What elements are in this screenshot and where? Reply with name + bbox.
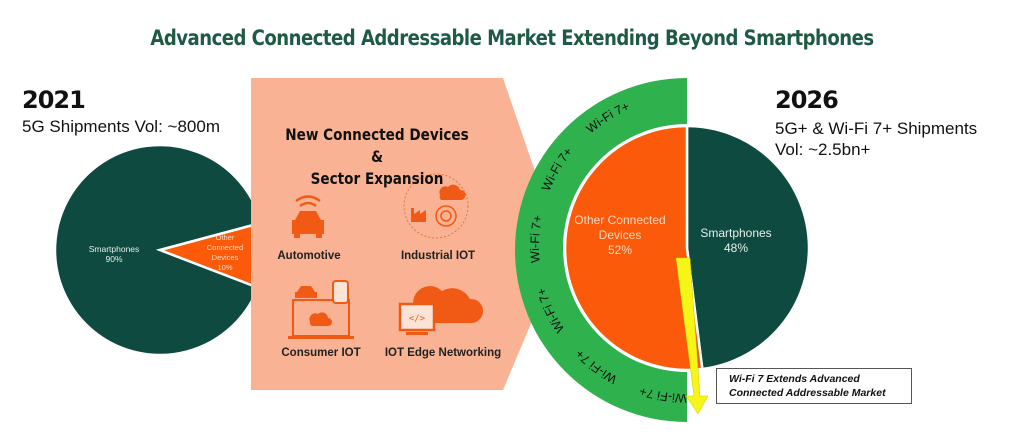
subtitle-2026: 5G+ & Wi-Fi 7+ Shipments Vol: ~2.5bn+: [775, 118, 977, 160]
slice-pct: 48%: [723, 241, 749, 255]
pie-2026: [563, 124, 811, 372]
heading-line2: Sector Expansion: [310, 169, 444, 188]
slice-label: Smartphones: [700, 226, 772, 240]
subtitle-2026-line2: Vol: ~2.5bn+: [775, 140, 871, 159]
slice-pct: 10%: [217, 263, 233, 272]
pie-2026-label-smartphones: Smartphones 48%: [688, 226, 784, 256]
category-industrial-iot: Industrial IOT: [400, 250, 476, 262]
category-automotive: Automotive: [277, 250, 341, 262]
year-2021: 2021: [22, 86, 86, 114]
callout-line2: Connected Addressable Market: [729, 387, 886, 399]
wifi7-ring: [515, 78, 687, 422]
callout-line1: Wi-Fi 7 Extends Advanced: [729, 373, 860, 385]
pie-slice-smartphones: [685, 124, 811, 371]
heading-line1: New Connected Devices &: [285, 125, 469, 166]
car-wifi-icon: [292, 195, 324, 238]
pie-2021-label-other: Other Connected Devices 10%: [200, 233, 250, 273]
yellow-arrow: [675, 257, 709, 415]
slice-label: Smartphones: [88, 244, 140, 254]
factory-cloud-icon: [403, 173, 469, 239]
slice-pct: 90%: [105, 254, 123, 264]
pie-2021-label-smartphones: Smartphones 90%: [74, 244, 154, 264]
page-title: Advanced Connected Addressable Market Ex…: [150, 26, 874, 50]
category-consumer-iot: Consumer IOT: [281, 347, 361, 359]
slice-label: Other Connected Devices: [206, 233, 244, 262]
expansion-heading: New Connected Devices & Sector Expansion: [279, 124, 475, 190]
slice-label: Other Connected Devices: [574, 213, 666, 242]
laptop-watch-icon: [288, 280, 354, 339]
category-iot-edge-networking: IOT Edge Networking: [384, 347, 502, 359]
year-2026: 2026: [775, 86, 839, 114]
svg-text:</>: </>: [409, 314, 426, 324]
subtitle-2026-line1: 5G+ & Wi-Fi 7+ Shipments: [775, 119, 978, 138]
pie-2026-label-other: Other Connected Devices 52%: [560, 213, 680, 258]
pie-slice-other-connected-devices: [563, 124, 704, 372]
slice-pct: 52%: [607, 243, 633, 257]
expansion-arrow-shape: [251, 78, 562, 390]
subtitle-2021: 5G Shipments Vol: ~800m: [22, 117, 220, 136]
monitor-cloud-icon: </>: [398, 286, 484, 335]
callout-box: Wi-Fi 7 Extends Advanced Connected Addre…: [716, 368, 912, 404]
